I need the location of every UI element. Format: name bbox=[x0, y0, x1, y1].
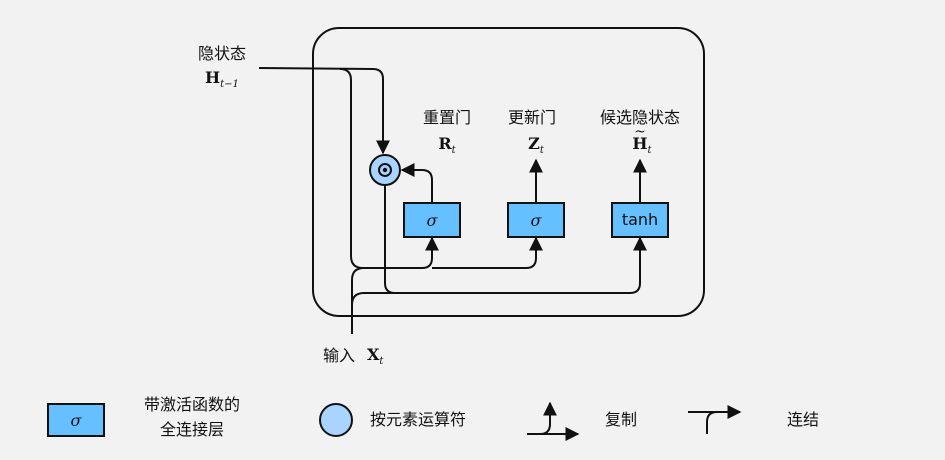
candidate-tilde: ~ bbox=[634, 124, 646, 140]
hidden-state-branch bbox=[339, 68, 364, 269]
gru-cell-box bbox=[312, 27, 705, 317]
update-gate-op: σ bbox=[531, 211, 543, 230]
elementwise-multiply-op bbox=[369, 154, 401, 186]
candidate-gate-box: tanh bbox=[611, 202, 669, 238]
candidate-symbol: Ht bbox=[632, 134, 652, 156]
legend-concat-icon bbox=[706, 405, 742, 434]
reset-gate-op: σ bbox=[427, 211, 439, 230]
legend-fc-label-line2: 全连接层 bbox=[159, 420, 225, 439]
bus-to-reset-gate bbox=[363, 236, 439, 269]
hidden-state-label: 隐状态 bbox=[197, 44, 247, 63]
bus-to-update-gate bbox=[432, 236, 543, 269]
hidden-state-symbol: Ht−1 bbox=[205, 68, 239, 90]
reset-gate-label: 重置门 bbox=[422, 108, 472, 127]
candidate-label: 候选隐状态 bbox=[599, 108, 681, 127]
reset-gate-box: σ bbox=[403, 202, 461, 238]
legend-fc-symbol: σ bbox=[71, 411, 83, 430]
candidate-gate-op: tanh bbox=[622, 210, 658, 229]
elementwise-output-line bbox=[384, 185, 396, 294]
input-to-candidate bbox=[351, 236, 647, 306]
legend-elementwise-label: 按元素运算符 bbox=[370, 410, 467, 429]
update-gate-label: 更新门 bbox=[507, 108, 557, 127]
legend-copy-icon bbox=[527, 405, 570, 435]
legend-copy-label: 复制 bbox=[605, 410, 638, 429]
input-arrow bbox=[351, 267, 365, 334]
legend-fc-label-line1: 带激活函数的 bbox=[143, 395, 241, 414]
reset-output-arrow bbox=[400, 163, 433, 202]
input-label: 输入 bbox=[323, 346, 356, 365]
legend-elementwise-icon bbox=[319, 403, 353, 437]
update-gate-symbol: Zt bbox=[528, 134, 544, 156]
hidden-state-arrow bbox=[258, 67, 390, 155]
legend-concat-label: 连结 bbox=[787, 410, 820, 429]
legend-fc-layer-icon: σ bbox=[47, 403, 105, 437]
input-symbol: Xt bbox=[367, 345, 384, 367]
update-gate-box: σ bbox=[507, 202, 565, 238]
reset-gate-symbol: Rt bbox=[438, 134, 456, 156]
